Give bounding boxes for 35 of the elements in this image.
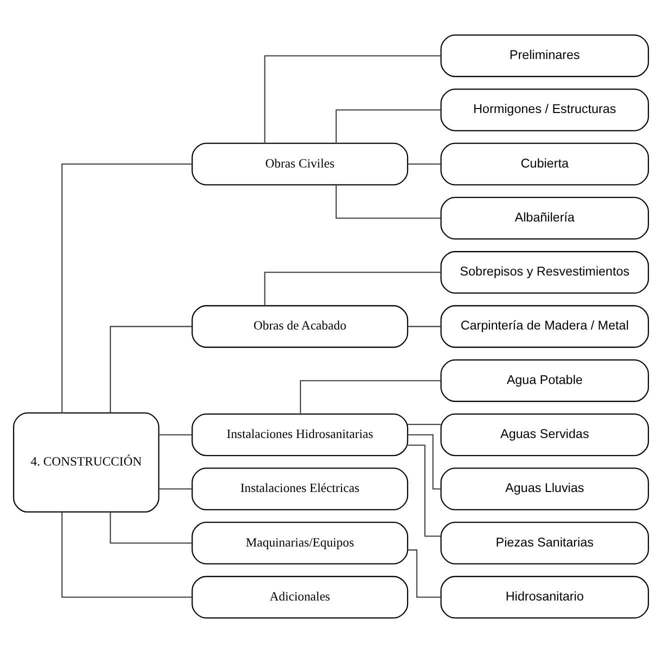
connector: [408, 444, 440, 536]
node-box: Agua Potable: [440, 358, 648, 402]
node-box: Adicionales: [191, 575, 408, 618]
node-box: Sobrepisos y Resvestimientos: [440, 250, 648, 294]
node-box: Instalaciones Hidrosanitarias: [191, 412, 408, 456]
node-box: Cubierta: [440, 142, 648, 185]
connector: [407, 548, 440, 598]
connector: [407, 162, 440, 164]
node-box: Albañilería: [440, 196, 648, 240]
node-box: Aguas Servidas: [440, 412, 648, 456]
connector: [158, 434, 192, 435]
connector: [109, 325, 192, 412]
connector: [60, 512, 192, 598]
node-box: Carpintería de Madera / Metal: [440, 304, 648, 348]
node-box: Maquinarias/Equipos: [191, 521, 408, 564]
connector: [299, 380, 440, 414]
connector: [335, 108, 440, 143]
node-box: Preliminares: [440, 34, 648, 77]
connector: [60, 162, 192, 412]
node-box: 4. CONSTRUCCIÓN: [12, 412, 159, 512]
connector: [158, 488, 192, 490]
connector: [264, 54, 440, 143]
connector: [407, 423, 440, 424]
node-box: Piezas Sanitarias: [440, 521, 648, 564]
node-box: Hidrosanitario: [440, 575, 648, 618]
node-box: Obras de Acabado: [191, 304, 408, 348]
node-box: Aguas Lluvias: [440, 467, 648, 510]
node-box: Obras Civiles: [191, 142, 408, 185]
node-box: Hormigones / Estructuras: [440, 88, 648, 131]
connector: [407, 434, 440, 490]
connector: [109, 512, 192, 544]
connector: [335, 184, 440, 218]
connector: [264, 271, 440, 306]
node-box: Instalaciones Eléctricas: [191, 467, 408, 510]
connector: [407, 325, 440, 327]
